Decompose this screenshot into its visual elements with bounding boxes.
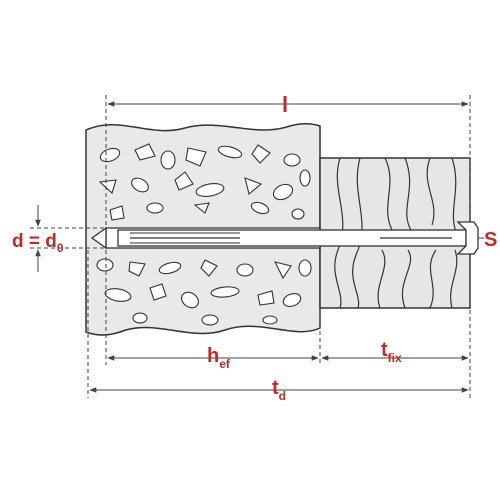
label-diameter-sub: 0 — [57, 241, 64, 255]
label-fixture-thickness: tfix — [381, 339, 402, 365]
wood-grain — [334, 157, 458, 309]
screw-head — [456, 221, 479, 255]
label-fixture-sub: fix — [388, 351, 402, 365]
aggregate-stones — [96, 143, 312, 326]
label-total-length: l — [282, 92, 288, 117]
label-diameter: d = d0 — [12, 231, 64, 255]
label-embedment-depth: hef — [207, 345, 231, 371]
label-embedment-sub: ef — [219, 357, 231, 371]
label-fixture-main: t — [381, 339, 388, 361]
dimension-lines — [30, 95, 484, 398]
label-embedment-main: h — [207, 345, 219, 367]
anchor-assembly — [90, 221, 479, 255]
label-drill-main: t — [272, 377, 279, 399]
drill-tip — [90, 226, 107, 250]
label-diameter-main: d = d — [12, 231, 57, 252]
dimension-labels: l d = d0 S hef tfix td — [12, 92, 497, 403]
label-drill-sub: d — [279, 389, 286, 403]
label-drill-depth: td — [272, 377, 286, 403]
label-screw-head: S — [484, 229, 497, 251]
